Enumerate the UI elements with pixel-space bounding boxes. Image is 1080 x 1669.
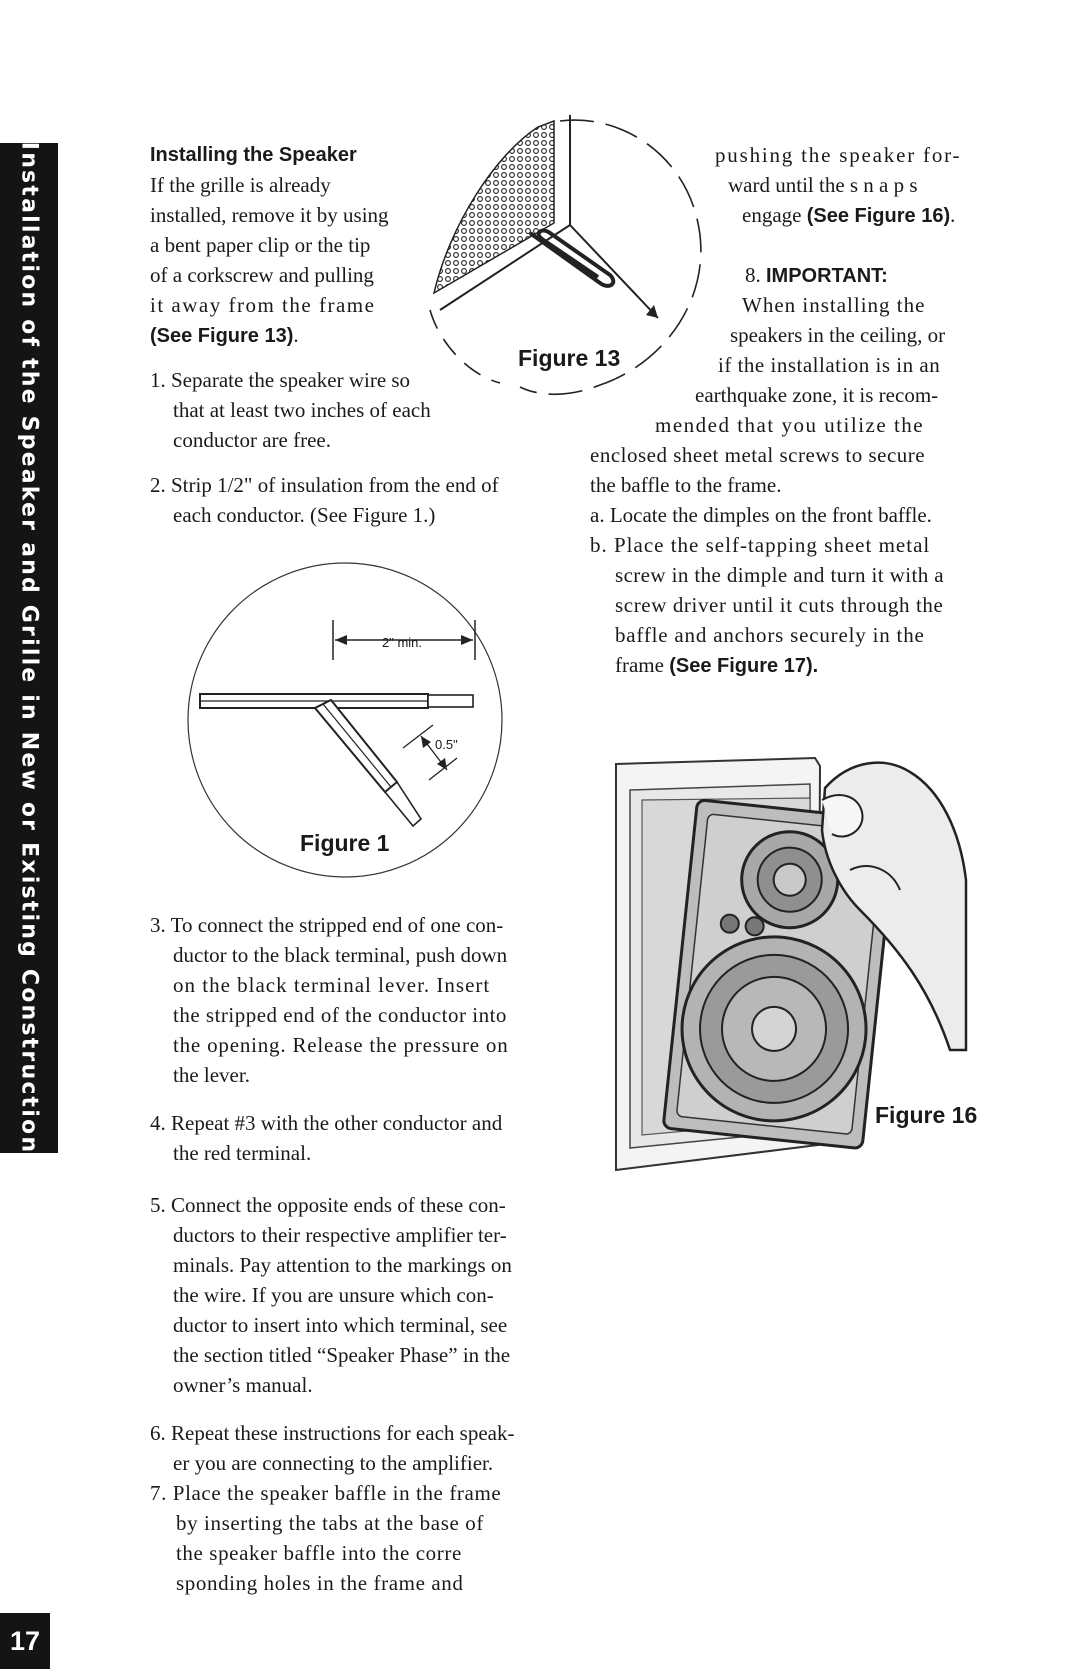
step-7-line: sponding holes in the frame and [176,1571,464,1595]
step-1-line: conductor are free. [173,428,331,452]
figure-ref: (See Figure 17). [669,655,819,677]
step-3-line: 3. To connect the stripped end of one co… [150,913,504,937]
step-8-line: When installing the [742,293,926,317]
step-2-line: each conductor. (See Figure 1.) [173,503,436,527]
step-8-line: mended that you utilize the [655,413,925,437]
step-6-line: er you are connecting to the amplifier. [173,1451,494,1475]
step-3-line: the lever. [173,1063,250,1087]
intro-line: it away from the frame [150,293,376,317]
step-5-line: the wire. If you are unsure which con- [173,1283,494,1307]
step-8-line: the baffle to the frame. [590,473,782,497]
figure-13-label: Figure 13 [518,345,621,371]
page-number: 17 [0,1613,50,1669]
intro-line: If the grille is already [150,173,331,197]
step-b-line: screw driver until it cuts through the [615,593,944,617]
continued-line-ref: engage (See Figure 16). [742,203,956,227]
step-5-line: the section titled “Speaker Phase” in th… [173,1343,511,1367]
intro-ref-line: (See Figure 13). [150,320,299,351]
step-8-line: if the installation is in an [718,353,941,377]
dimension-label-half-in: 0.5" [435,737,458,752]
step-8-heading: 8. IMPORTANT: [745,263,888,287]
step-b-line: b. Place the self-tapping sheet metal [590,533,931,557]
step-8-line: enclosed sheet metal screws to secure [590,443,926,467]
section-side-tab: Installation of the Speaker and Grille i… [0,141,58,1155]
continued-line: pushing the speaker for- [715,143,962,167]
step-3-line: on the black terminal lever. Insert [173,973,491,997]
step-b-line-ref: frame (See Figure 17). [615,653,819,677]
step-3-line: the stripped end of the conductor into [173,1003,507,1027]
figure-1-illustration [187,562,503,878]
figure-1-label: Figure 1 [300,830,390,856]
step-1-line: 1. Separate the speaker wire so [150,368,411,392]
step-3-line: ductor to the black terminal, push down [173,943,508,967]
intro-line: a bent paper clip or the tip [150,233,371,257]
step-b-line: baffle and anchors securely in the [615,623,925,647]
step-4-line: 4. Repeat #3 with the other conductor an… [150,1111,503,1135]
intro-ref-end: . [293,323,299,347]
figure-ref: (See Figure 13) [150,325,294,347]
step-8-line: earthquake zone, it is recom- [695,383,939,407]
figure-ref: (See Figure 16) [806,205,951,227]
figure-16-illustration [615,756,968,1172]
step-1-line: that at least two inches of each [173,398,431,422]
step-5-line: minals. Pay attention to the markings on [173,1253,512,1277]
step-7-line: 7. Place the speaker baffle in the frame [150,1481,502,1505]
continued-line: ward until the s n a p s [728,173,918,197]
step-5-line: ductor to insert into which terminal, se… [173,1313,508,1337]
step-7-line: the speaker baffle into the corre [176,1541,462,1565]
figure-16-label: Figure 16 [875,1102,978,1128]
step-5-line: owner’s manual. [173,1373,313,1397]
figure-13-illustration [429,115,702,396]
step-8-line: speakers in the ceiling, or [730,323,946,347]
section-title-vertical: Installation of the Speaker and Grille i… [16,141,42,1155]
step-5-line: 5. Connect the opposite ends of these co… [150,1193,506,1217]
step-a-line: a. Locate the dimples on the front baffl… [590,503,932,527]
step-7-line: by inserting the tabs at the base of [176,1511,484,1535]
step-5-line: ductors to their respective amplifier te… [173,1223,507,1247]
step-3-line: the opening. Release the pressure on [173,1033,509,1057]
step-b-line: screw in the dimple and turn it with a [615,563,944,587]
step-4-line: the red terminal. [173,1141,312,1165]
step-2-line: 2. Strip 1/2" of insulation from the end… [150,473,499,497]
intro-line: installed, remove it by using [150,203,389,227]
intro-line: of a corkscrew and pulling [150,263,374,287]
dimension-label-2in: 2" min. [382,635,423,650]
step-6-line: 6. Repeat these instructions for each sp… [150,1421,515,1445]
section-heading: Installing the Speaker [150,144,357,166]
important-label: IMPORTANT: [766,265,888,287]
